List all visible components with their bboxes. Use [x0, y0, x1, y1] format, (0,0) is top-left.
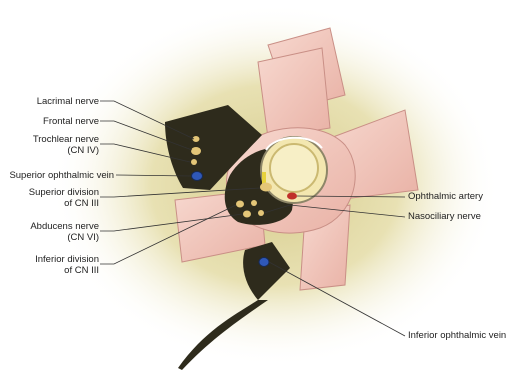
nasociliary-nerve-dot: [258, 210, 264, 216]
optic-nerve: [261, 137, 327, 203]
label-nasociliary-nerve: Nasociliary nerve: [408, 211, 481, 222]
inferior-ophthalmic-vein-dot: [259, 258, 269, 267]
superior-ophthalmic-vein-dot: [192, 172, 203, 181]
cn3-lower-dot-a: [236, 201, 244, 208]
optic-nerve-highlight: [262, 172, 266, 184]
abducens-nerve-dot: [243, 211, 251, 218]
label-lacrimal-nerve: Lacrimal nerve: [37, 96, 99, 107]
label-frontal-nerve: Frontal nerve: [43, 116, 99, 127]
label-inferior-division-cn3: Inferior division of CN III: [35, 254, 99, 276]
label-superior-division-cn3: Superior division of CN III: [29, 187, 99, 209]
trochlear-nerve-dot: [191, 159, 197, 165]
label-superior-ophthalmic-vein: Superior ophthalmic vein: [9, 170, 114, 181]
label-trochlear-nerve: Trochlear nerve (CN IV): [33, 134, 99, 156]
superior-division-cn3-dot: [260, 183, 272, 192]
optic-nerve-core: [270, 144, 318, 192]
label-inferior-ophthalmic-vein: Inferior ophthalmic vein: [408, 330, 506, 341]
superior-muscle-front: [258, 48, 330, 138]
frontal-nerve-dot: [191, 147, 201, 155]
ophthalmic-artery-dot: [287, 193, 297, 200]
cn3-lower-dot-b: [251, 200, 257, 206]
label-ophthalmic-artery: Ophthalmic artery: [408, 191, 483, 202]
label-abducens-nerve: Abducens nerve (CN VI): [30, 221, 99, 243]
